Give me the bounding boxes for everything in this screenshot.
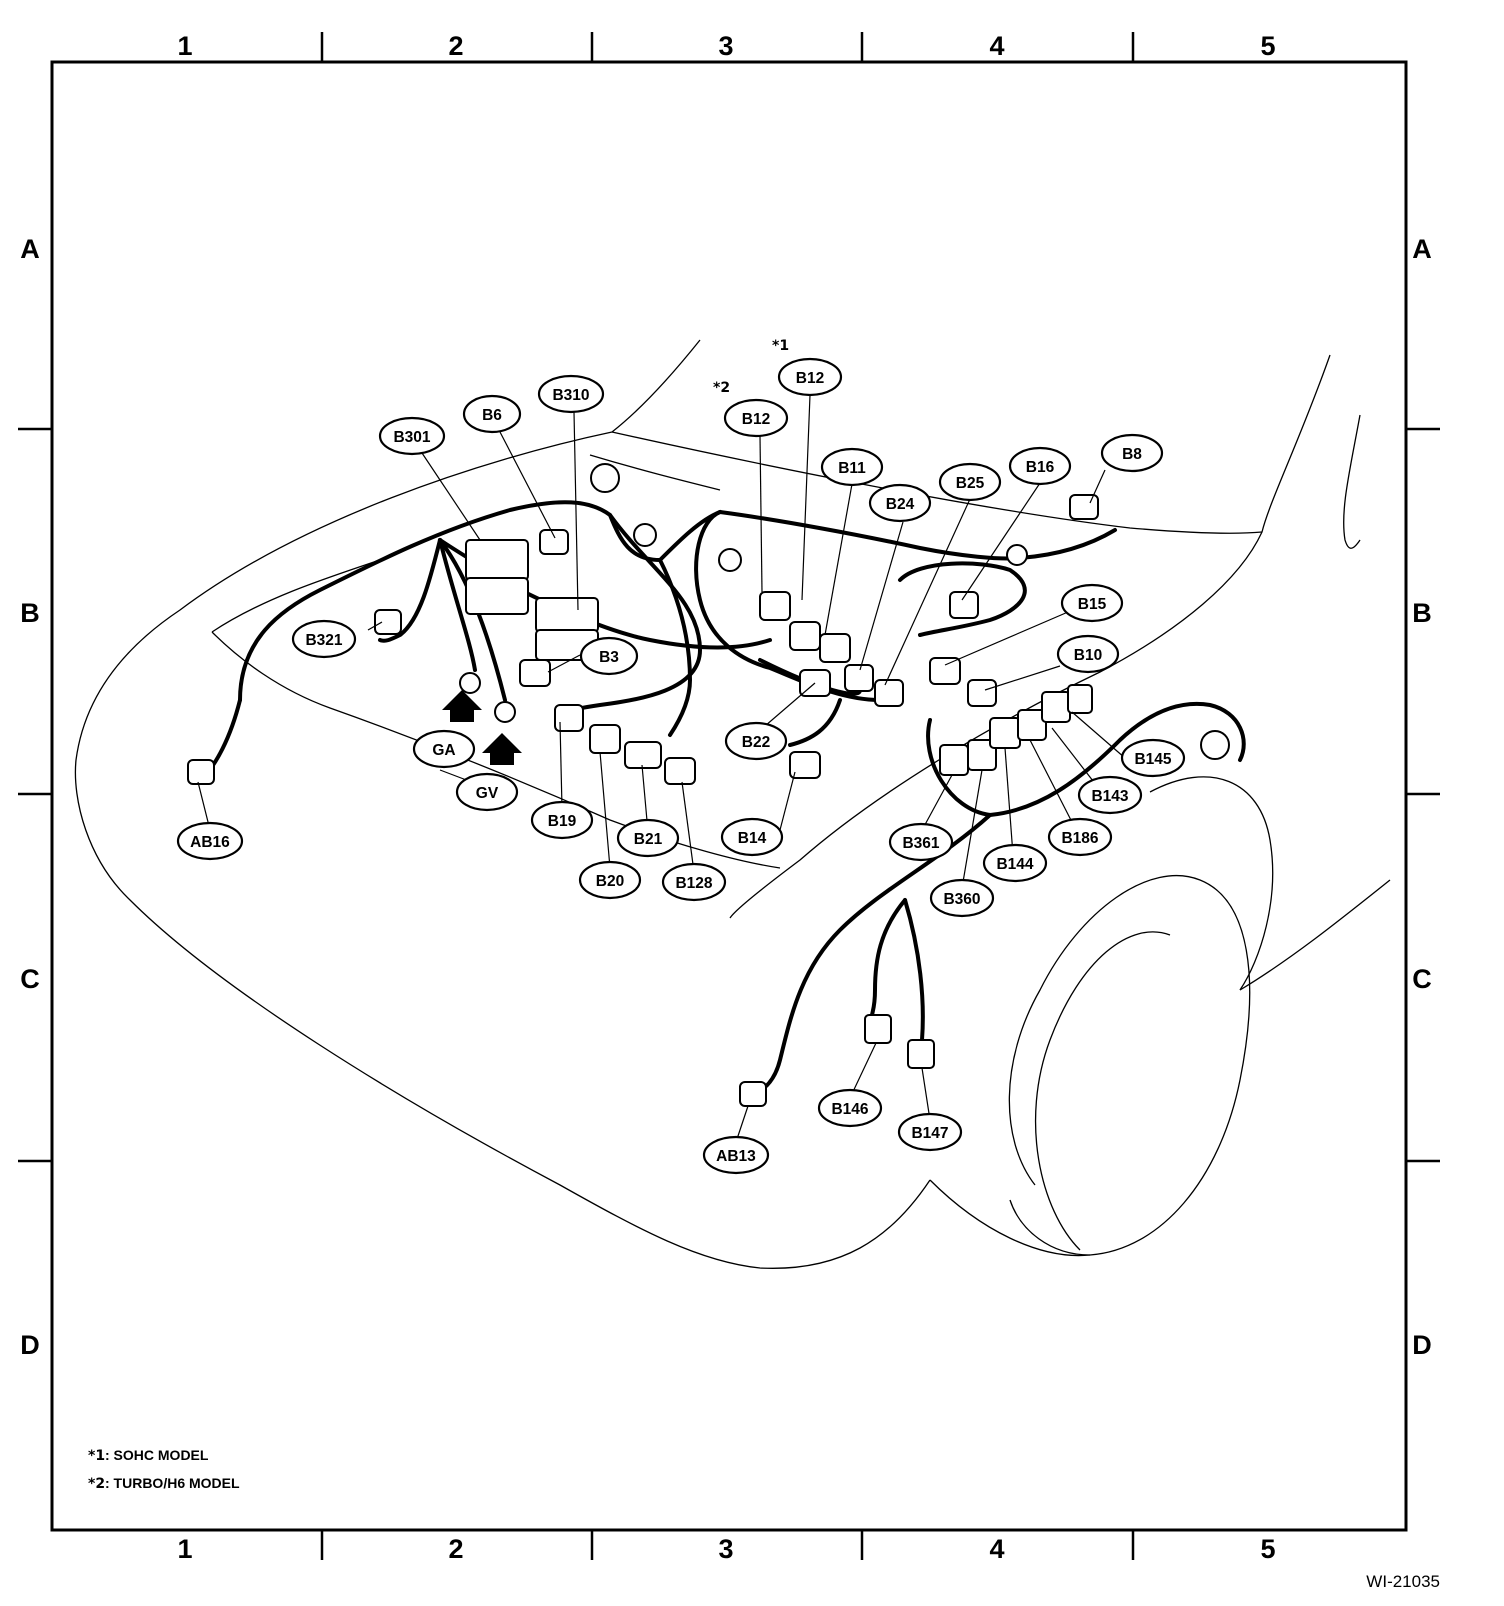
callout-b19[interactable]: B19 — [530, 800, 594, 840]
grid-row-left-B: B — [20, 598, 40, 628]
callout-label: B145 — [1134, 751, 1171, 768]
callout-label: B15 — [1078, 596, 1107, 613]
grid-col-top-3: 3 — [718, 31, 733, 61]
callout-b25[interactable]: B25 — [938, 462, 1002, 502]
callout-b24[interactable]: B24 — [868, 483, 932, 523]
callout-label: B21 — [634, 831, 663, 848]
callout-label: B186 — [1061, 830, 1098, 847]
grid-row-right-C: C — [1412, 964, 1432, 994]
callout-b12-turbo[interactable]: B12 *2 — [713, 380, 789, 438]
callout-label: B147 — [911, 1125, 948, 1142]
callout-label: B11 — [838, 460, 866, 477]
callout-label: B321 — [305, 632, 342, 649]
callout-label: B10 — [1074, 647, 1102, 664]
callout-b301[interactable]: B301 — [378, 416, 446, 456]
callout-label: GA — [432, 742, 455, 759]
grid-col-bottom-4: 4 — [989, 1534, 1004, 1564]
callout-b310[interactable]: B310 — [537, 374, 605, 414]
callout-label: B143 — [1091, 788, 1128, 805]
figure-code: WI-21035 — [1366, 1572, 1440, 1591]
callout-b8[interactable]: B8 — [1100, 433, 1164, 473]
grid-ticks — [18, 32, 1440, 1560]
grid-row-right-A: A — [1412, 234, 1432, 264]
callout-b20[interactable]: B20 — [578, 860, 642, 900]
callout-label: B19 — [548, 813, 577, 830]
callout-label: AB16 — [190, 834, 230, 851]
grid-row-left-C: C — [20, 964, 40, 994]
callout-b145[interactable]: B145 — [1120, 738, 1186, 778]
callout-label: B12 — [796, 370, 824, 387]
model-notes: *1 : SOHC MODEL *2 : TURBO/H6 MODEL — [88, 1447, 240, 1492]
callout-label: B310 — [552, 387, 589, 404]
callout-label: B20 — [596, 873, 624, 890]
note-marker-2: *2 — [88, 1476, 105, 1492]
grid-col-top-5: 5 — [1260, 31, 1275, 61]
callout-label: B22 — [742, 734, 770, 751]
callout-b14[interactable]: B14 — [720, 817, 784, 857]
callout-label: B146 — [831, 1101, 868, 1118]
vehicle-body-outline — [74, 339, 1391, 1269]
callout-label: AB13 — [716, 1148, 756, 1165]
callout-label: B12 — [742, 411, 770, 428]
model-marker: *1 — [772, 338, 789, 354]
callout-label: B3 — [599, 649, 619, 666]
grid-col-bottom-5: 5 — [1260, 1534, 1275, 1564]
grid-col-top-4: 4 — [989, 31, 1004, 61]
diagram-frame — [50, 60, 1408, 1532]
grid-col-top-2: 2 — [448, 31, 463, 61]
callout-b21[interactable]: B21 — [616, 818, 680, 858]
callout-label: B14 — [738, 830, 767, 847]
grid-row-left-D: D — [20, 1330, 40, 1360]
callout-b16[interactable]: B16 — [1008, 446, 1072, 486]
callout-label: B6 — [482, 407, 502, 424]
callout-b143[interactable]: B143 — [1077, 775, 1143, 815]
callout-b3[interactable]: B3 — [579, 636, 639, 676]
callout-gv[interactable]: GV — [455, 772, 519, 812]
connector-callouts: B12 *1 B12 *2 B310 B6 B301 B11 B25 — [176, 338, 1186, 1175]
callout-b147[interactable]: B147 — [897, 1112, 963, 1152]
callout-b146[interactable]: B146 — [817, 1088, 883, 1128]
note-text-1: : SOHC MODEL — [105, 1447, 209, 1463]
callout-label: B144 — [996, 856, 1033, 873]
relay-box-b301 — [465, 539, 529, 615]
grid-col-top-1: 1 — [177, 31, 192, 61]
callout-label: B8 — [1122, 446, 1142, 463]
callout-b321[interactable]: B321 — [291, 619, 357, 659]
callout-b128[interactable]: B128 — [661, 862, 727, 902]
callout-label: B16 — [1026, 459, 1055, 476]
grid-col-bottom-3: 3 — [718, 1534, 733, 1564]
callout-ab16[interactable]: AB16 — [176, 821, 244, 861]
grid-row-right-D: D — [1412, 1330, 1432, 1360]
callout-label: B24 — [886, 496, 915, 513]
note-marker-1: *1 — [88, 1448, 105, 1464]
callout-label: GV — [476, 785, 499, 802]
callout-b15[interactable]: B15 — [1060, 583, 1124, 623]
callout-label: B301 — [393, 429, 430, 446]
model-marker: *2 — [713, 380, 730, 396]
grid-col-bottom-1: 1 — [177, 1534, 192, 1564]
callout-b360[interactable]: B360 — [929, 878, 995, 918]
grid-row-right-B: B — [1412, 598, 1432, 628]
callout-b361[interactable]: B361 — [888, 822, 954, 862]
callout-label: B25 — [956, 475, 985, 492]
callout-b10[interactable]: B10 — [1056, 634, 1120, 674]
note-text-2: : TURBO/H6 MODEL — [105, 1475, 240, 1491]
callout-ga[interactable]: GA — [412, 729, 476, 769]
callout-label: B361 — [902, 835, 939, 852]
grid-row-left-A: A — [20, 234, 40, 264]
small-connectors — [187, 463, 1230, 1107]
callout-b6[interactable]: B6 — [462, 394, 522, 434]
ground-arrow-icons — [442, 690, 522, 765]
callout-b12-sohc[interactable]: B12 *1 — [772, 338, 843, 397]
callout-b22[interactable]: B22 — [724, 721, 788, 761]
callout-b186[interactable]: B186 — [1047, 817, 1113, 857]
callout-ab13[interactable]: AB13 — [702, 1135, 770, 1175]
callout-b144[interactable]: B144 — [982, 843, 1048, 883]
callout-b11[interactable]: B11 — [820, 447, 884, 487]
callout-label: B128 — [675, 875, 712, 892]
grid-col-bottom-2: 2 — [448, 1534, 463, 1564]
callout-label: B360 — [943, 891, 980, 908]
